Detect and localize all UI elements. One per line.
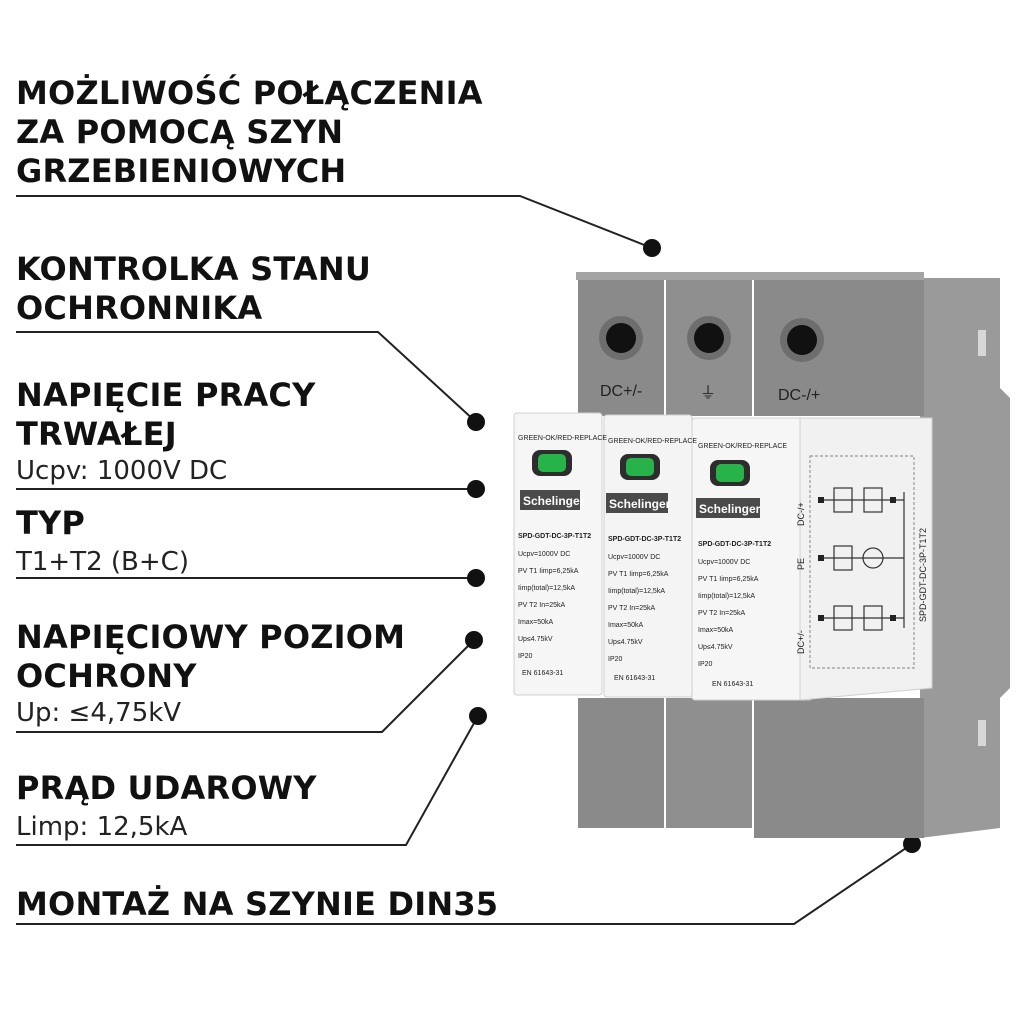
feature-voltage-line-2: TRWAŁEJ <box>16 415 177 453</box>
feature-indicator-line-2: OCHRONNIKA <box>16 289 263 327</box>
feature-current-title: PRĄD UDAROWY <box>16 769 317 808</box>
feature-current-detail: Limp: 12,5kA <box>16 812 188 842</box>
feature-comb-line-3: GRZEBIENIOWYCH <box>16 152 347 190</box>
feature-indicator-title: KONTROLKA STANU OCHRONNIKA <box>16 250 371 328</box>
brand-label-2: Schelinger <box>609 497 671 511</box>
indicator-text-2: GREEN-OK/RED-REPLACE <box>608 438 697 445</box>
wiring-diagram <box>809 455 915 669</box>
surge-protector-device: DC+/- ⏚ DC-/+ GREEN-OK/RED-REPLACE GREEN… <box>513 272 1010 838</box>
spec-3-1: PV T1 Iimp=6,25kA <box>698 576 759 583</box>
spec-2-3: PV T2 In=25kA <box>608 605 655 612</box>
leader-dot-protection <box>465 631 483 649</box>
indicator-text-1: GREEN-OK/RED-REPLACE <box>518 435 607 442</box>
side-clip-top <box>978 330 986 356</box>
spec-2-1: PV T1 Iimp=6,25kA <box>608 571 669 578</box>
feature-comb-title: MOŻLIWOŚĆ POŁĄCZENIA ZA POMOCĄ SZYN GRZE… <box>16 74 483 191</box>
spec-3-4: Imax=50kA <box>698 627 734 634</box>
feature-indicator-line-1: KONTROLKA STANU <box>16 250 372 288</box>
spec-1-0: Ucpv=1000V DC <box>518 551 570 558</box>
feature-din-title: MONTAŻ NA SZYNIE DIN35 <box>16 885 498 924</box>
feature-voltage-title: NAPIĘCIE PRACY TRWAŁEJ <box>16 376 315 454</box>
spec-1-6: IP20 <box>518 653 533 660</box>
terminal-1[interactable] <box>599 316 643 360</box>
leader-dot-din <box>903 835 921 853</box>
spec-1-2: Iimp(total)=12,5kA <box>518 585 575 592</box>
leader-dot-indicator <box>467 413 485 431</box>
leader-line-comb <box>16 195 653 249</box>
cartridge-1 <box>513 412 603 696</box>
leader-line-indicator <box>16 331 477 423</box>
side-clip-bottom <box>978 720 986 746</box>
spec-3-5: Up≤4.75kV <box>698 644 733 651</box>
feature-type-title: TYP <box>16 504 85 543</box>
brand-label-3: Schelinger <box>699 502 761 516</box>
spec-3-7: EN 61643-31 <box>712 681 753 688</box>
leader-line-current <box>16 715 479 846</box>
spec-2-5: Up≤4.75kV <box>608 639 643 646</box>
terminal-label-1: DC+/- <box>600 383 642 400</box>
feature-protection-title: NAPIĘCIOWY POZIOM OCHRONY <box>16 618 405 696</box>
spec-2-4: Imax=50kA <box>608 622 644 629</box>
spec-2-2: Iimp(total)=12,5kA <box>608 588 665 595</box>
leader-dot-current <box>469 707 487 725</box>
indicator-text-3: GREEN-OK/RED-REPLACE <box>698 443 787 450</box>
feature-protection-line-2: OCHRONY <box>16 657 197 695</box>
leader-dot-voltage <box>467 480 485 498</box>
model-label-3: SPD-GDT-DC-3P-T1T2 <box>698 541 771 548</box>
spec-2-6: IP20 <box>608 656 623 663</box>
side-model-label: SPD-GDT-DC-3P-T1T2 <box>918 528 928 622</box>
side-label-3: DC+/- <box>796 630 806 654</box>
spec-3-0: Ucpv=1000V DC <box>698 559 750 566</box>
spec-2-0: Ucpv=1000V DC <box>608 554 660 561</box>
feature-voltage-detail: Ucpv: 1000V DC <box>16 456 228 486</box>
front-panel <box>799 417 933 701</box>
side-label-1: DC-/+ <box>796 502 806 526</box>
module-bottom-2 <box>666 698 752 828</box>
feature-current-line-1: PRĄD UDAROWY <box>16 769 317 807</box>
feature-voltage-line-1: NAPIĘCIE PRACY <box>16 376 316 414</box>
spec-1-7: EN 61643-31 <box>522 670 563 677</box>
terminal-label-2: ⏚ <box>700 384 716 402</box>
model-label-1: SPD-GDT-DC-3P-T1T2 <box>518 533 591 540</box>
feature-type-line-1: TYP <box>16 504 86 542</box>
spec-3-6: IP20 <box>698 661 713 668</box>
terminal-2[interactable] <box>687 316 731 360</box>
feature-type-detail: T1+T2 (B+C) <box>16 547 189 577</box>
leader-dot-comb <box>643 239 661 257</box>
spec-1-5: Up≤4.75kV <box>518 636 553 643</box>
module-bottom-1 <box>578 698 664 828</box>
leader-dot-type <box>467 569 485 587</box>
spec-2-7: EN 61643-31 <box>614 675 655 682</box>
side-label-2: PE <box>796 558 806 570</box>
module-bottom-3 <box>754 698 924 838</box>
model-label-2: SPD-GDT-DC-3P-T1T2 <box>608 536 681 543</box>
feature-comb-line-2: ZA POMOCĄ SZYN <box>16 113 344 151</box>
feature-protection-detail: Up: ≤4,75kV <box>16 698 182 728</box>
spec-1-3: PV T2 In=25kA <box>518 602 565 609</box>
spec-1-1: PV T1 Iimp=6,25kA <box>518 568 579 575</box>
leader-line-protection <box>16 639 475 733</box>
spec-3-3: PV T2 In=25kA <box>698 610 745 617</box>
feature-protection-line-1: NAPIĘCIOWY POZIOM <box>16 618 406 656</box>
terminal-3[interactable] <box>780 318 824 362</box>
spec-3-2: Iimp(total)=12,5kA <box>698 593 755 600</box>
feature-comb-line-1: MOŻLIWOŚĆ POŁĄCZENIA <box>16 74 483 112</box>
housing-side <box>920 278 1010 838</box>
leader-line-din <box>16 843 913 925</box>
spec-1-4: Imax=50kA <box>518 619 554 626</box>
brand-label-1: Schelinger <box>523 494 585 508</box>
terminal-label-3: DC-/+ <box>778 387 820 404</box>
feature-din-line-1: MONTAŻ NA SZYNIE DIN35 <box>16 885 499 923</box>
